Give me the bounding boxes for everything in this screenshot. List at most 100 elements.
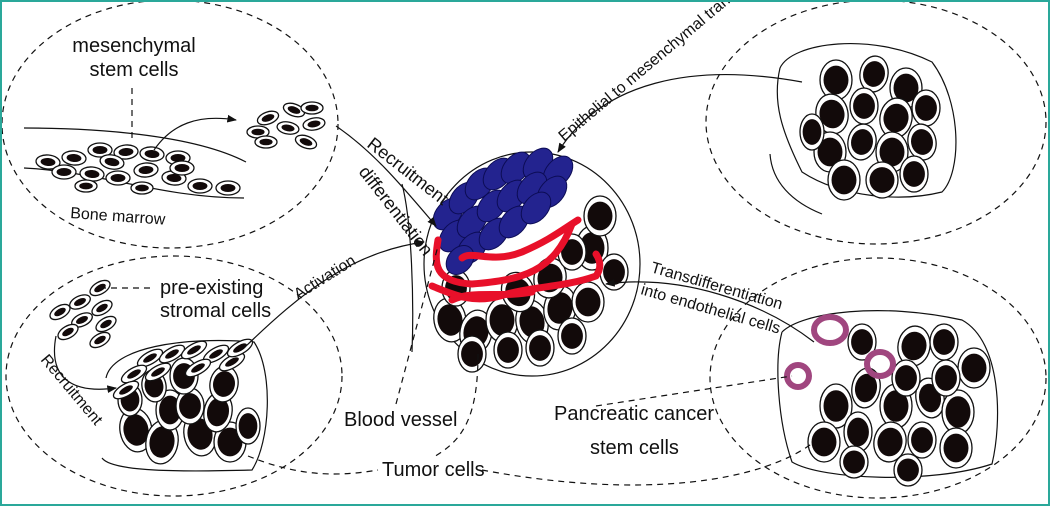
tumor-cell — [485, 297, 519, 343]
tumor-cell — [799, 113, 825, 151]
tumor-cell — [847, 123, 877, 161]
activated-stromal-cell — [112, 380, 140, 400]
emt-label: Epithelial to mesenchymal transition — [556, 2, 762, 145]
emt-arrow — [557, 74, 803, 153]
bone-marrow-cell — [87, 142, 113, 158]
stromal-recruitment-arrow — [54, 335, 117, 393]
stromal-recruitment-label: Recruitment — [37, 352, 106, 429]
pancreatic-leader-line — [595, 375, 793, 407]
blood-vessel-2 — [458, 216, 582, 262]
bone-marrow-label: Bone marrow — [70, 205, 167, 229]
tumor-cell — [899, 155, 929, 193]
mesenchymal-stem-cell — [256, 110, 280, 126]
mesenchymal-stem-cell-cluster — [246, 101, 326, 150]
mesenchymal-stem-cell — [294, 134, 318, 150]
activated-stromal-cell — [120, 364, 148, 384]
tumor-cell — [893, 453, 923, 487]
tumor-cells-label: Tumor cells — [382, 459, 485, 481]
transdifferentiation-arrow — [605, 279, 815, 343]
pancreatic-label-line2: stem cells — [590, 437, 679, 459]
stromal-region-tumor-cells — [117, 357, 261, 465]
mesenchymal-label-line2: stem cells — [90, 59, 179, 81]
stromal-cell-cluster — [49, 279, 117, 349]
cancer-stem-cell-ring — [864, 349, 896, 379]
tumor-cell — [571, 281, 605, 323]
tumor-cell — [957, 347, 991, 389]
bone-marrow-cell — [99, 154, 125, 170]
tumor-cell — [235, 407, 261, 445]
tumor-cell — [525, 329, 555, 367]
tumor-cell — [839, 445, 869, 479]
tumor-cells-leader-right — [481, 441, 815, 486]
tumor-cell — [941, 389, 975, 435]
activation-label: Activation — [291, 252, 359, 303]
bone-marrow-cell — [133, 162, 159, 178]
tumor-cell — [827, 159, 861, 201]
tumor-cell — [583, 195, 617, 237]
tumor-cell — [879, 97, 913, 139]
tumor-cell — [851, 367, 881, 409]
cancer-stem-cell-ring — [811, 314, 849, 346]
mesenchymal-stem-cell — [302, 117, 326, 131]
stromal-cell — [91, 299, 113, 317]
tumor-cell — [847, 323, 877, 361]
endothelial-precursor-cell — [520, 191, 552, 225]
tumor-cell — [849, 87, 879, 125]
tumor-cell — [457, 335, 487, 373]
tumor-cell — [865, 161, 899, 199]
blood-vessel-1 — [432, 220, 576, 288]
recruitment-differentiation-arrow — [335, 125, 437, 227]
blood-vessel-label: Blood vessel — [344, 409, 457, 431]
tumor-cell — [873, 421, 907, 463]
bone-marrow-cell — [79, 166, 105, 182]
bone-marrow-cell — [105, 170, 131, 186]
tumor-cell — [815, 93, 849, 135]
preexisting-label-line2: stromal cells — [160, 300, 271, 322]
stromal-cell — [71, 312, 93, 328]
bone-marrow-cell — [51, 164, 77, 180]
pancreatic-tissue-outline — [777, 310, 999, 478]
mesenchymal-stem-cell — [254, 135, 278, 149]
tumor-cell — [807, 421, 841, 463]
tumor-cell — [939, 427, 973, 469]
tumor-cell — [891, 359, 921, 397]
mesenchymal-stem-cell — [246, 125, 270, 139]
bone-marrow-cell — [169, 160, 195, 176]
tumor-cells-leader-center — [431, 353, 479, 459]
pancreatic-tumor-cells — [807, 323, 991, 487]
bone-marrow-cell — [215, 180, 241, 196]
tumor-cell — [819, 383, 853, 429]
mesenchymal-label-line1: mesenchymal — [72, 35, 195, 57]
tumor-cell — [907, 123, 937, 161]
tumor-cell — [209, 365, 239, 403]
bone-marrow-cell — [130, 181, 154, 195]
emt-tissue-outline — [776, 42, 957, 198]
tumor-cell — [907, 421, 937, 459]
mesenchymal-stem-cell — [282, 102, 306, 118]
tumor-cell — [929, 323, 959, 361]
central-tumor-tissue-line — [401, 183, 414, 353]
bone-marrow-cell — [35, 154, 61, 170]
cancer-stem-cell-ring — [784, 362, 812, 390]
tumor-cell — [599, 253, 629, 291]
mesenchymal-stem-cell — [300, 101, 324, 115]
tumor-cell — [843, 411, 873, 453]
tumor-cell — [911, 89, 941, 127]
pancreatic-label-line1: Pancreatic cancer — [554, 403, 714, 425]
bone-marrow-cell — [187, 178, 213, 194]
bone-marrow-cell — [61, 150, 87, 166]
activated-stromal-cell — [202, 344, 230, 364]
stromal-cell — [57, 323, 79, 341]
activated-stromal-cell — [180, 340, 208, 360]
activated-stromal-cell — [158, 344, 186, 364]
stromal-cell — [69, 294, 91, 310]
preexisting-label-line1: pre-existing — [160, 277, 263, 299]
blood-vessel-4 — [448, 288, 536, 304]
bone-marrow-cell — [113, 144, 139, 160]
stromal-cell — [89, 331, 111, 349]
tumor-cell — [931, 359, 961, 397]
stromal-cell — [95, 315, 117, 333]
emt-region — [705, 2, 1047, 245]
stromal-region — [5, 255, 343, 497]
